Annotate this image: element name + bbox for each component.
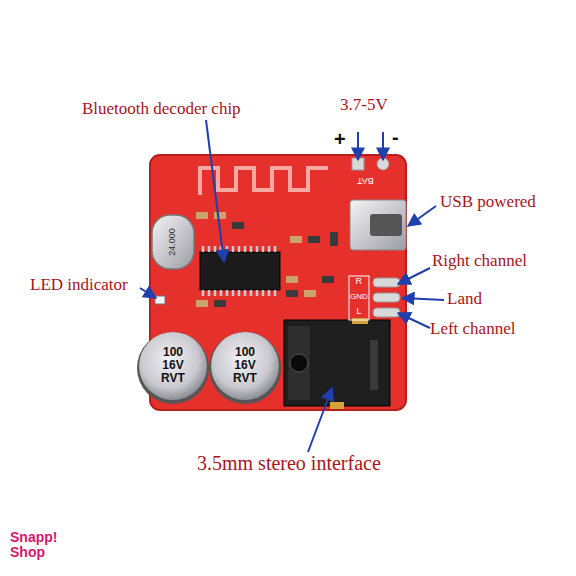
callout-label: Bluetooth decoder chip bbox=[82, 100, 241, 119]
leader-line bbox=[308, 388, 332, 452]
chip-pins bbox=[203, 246, 275, 296]
smd-part bbox=[286, 290, 298, 297]
watermark: Snapp! Shop bbox=[10, 530, 58, 561]
pin-name: GND bbox=[350, 293, 368, 302]
capacitor-top bbox=[211, 332, 279, 400]
smd-part bbox=[232, 222, 244, 229]
leader-line bbox=[398, 313, 430, 328]
voltage-label: 3.7-5V bbox=[340, 96, 388, 115]
callout-label: Right channel bbox=[432, 252, 527, 271]
callout-label: Left channel bbox=[430, 320, 515, 339]
pin-name: R bbox=[356, 277, 363, 287]
antenna-trace bbox=[200, 168, 328, 195]
crystal-marking: 24.000 bbox=[168, 228, 178, 256]
polarity-sign: - bbox=[392, 126, 399, 148]
out-pad bbox=[373, 293, 400, 302]
jack-contact bbox=[330, 402, 344, 409]
out-pad bbox=[373, 278, 400, 287]
smd-part bbox=[304, 290, 316, 297]
pin-name: L bbox=[357, 307, 362, 317]
leader-lines bbox=[140, 120, 444, 452]
leader-line bbox=[140, 288, 156, 298]
leader-line bbox=[382, 132, 384, 160]
jack-contact bbox=[352, 318, 368, 324]
callout-label: Land bbox=[447, 290, 482, 309]
callout-label: 3.5mm stereo interface bbox=[197, 452, 381, 474]
solder-pads bbox=[349, 158, 400, 320]
smd-part bbox=[196, 212, 208, 219]
smd-part bbox=[308, 236, 320, 243]
leader-line bbox=[357, 132, 359, 160]
capacitor-sleeve bbox=[137, 332, 209, 404]
leader-line bbox=[398, 268, 430, 284]
capacitor-top bbox=[139, 332, 207, 400]
crystal bbox=[152, 215, 194, 269]
chip-body bbox=[200, 252, 280, 290]
leader-line bbox=[408, 206, 436, 226]
leader-line bbox=[402, 298, 444, 300]
smd-part bbox=[322, 276, 334, 283]
led bbox=[155, 296, 165, 304]
decoder-chip bbox=[200, 246, 280, 296]
capacitor-marking: 100 16V RVT bbox=[228, 346, 262, 386]
usb-port bbox=[370, 214, 402, 236]
audio-jack bbox=[284, 318, 390, 409]
smd-part bbox=[214, 300, 226, 307]
callout-label: LED indicator bbox=[30, 276, 128, 295]
smd-part bbox=[214, 212, 226, 219]
smd-part bbox=[286, 276, 298, 283]
silkscreen-text: BAT bbox=[357, 175, 374, 185]
capacitors bbox=[137, 332, 281, 404]
jack-body bbox=[284, 320, 390, 406]
smd-part bbox=[196, 300, 208, 307]
usb-shell bbox=[350, 200, 406, 250]
callout-label: USB powered bbox=[440, 193, 536, 212]
smd-parts bbox=[196, 212, 338, 307]
smd-part bbox=[290, 236, 302, 243]
usb-connector bbox=[350, 200, 406, 250]
leader-line bbox=[206, 120, 224, 262]
silkscreen-box bbox=[349, 276, 369, 320]
jack-hole bbox=[290, 354, 308, 372]
jack-face bbox=[288, 326, 310, 400]
polarity-sign: + bbox=[334, 128, 346, 150]
jack-side bbox=[370, 340, 378, 390]
out-pad bbox=[373, 308, 400, 317]
capacitor-marking: 100 16V RVT bbox=[156, 346, 190, 386]
smd-part bbox=[330, 232, 338, 246]
capacitor-sleeve bbox=[209, 332, 281, 404]
